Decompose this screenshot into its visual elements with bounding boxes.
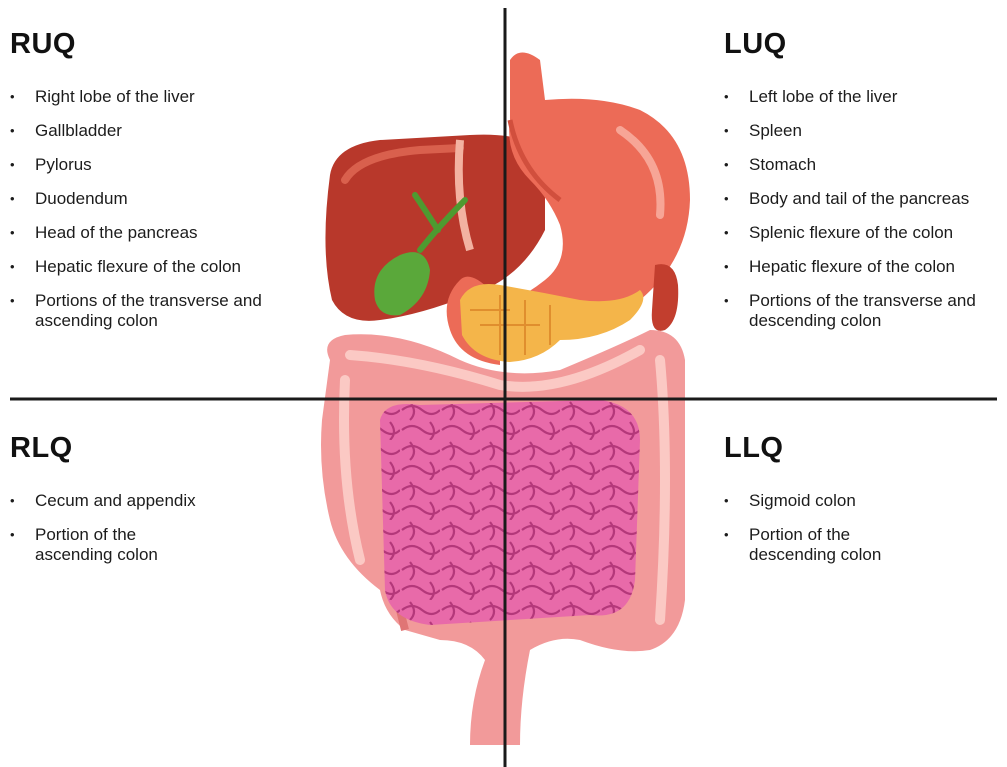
bullet-icon: • [724, 223, 729, 243]
small-intestine-shape [380, 400, 640, 625]
bullet-icon: • [10, 87, 15, 107]
bullet-icon: • [724, 257, 729, 277]
luq-title: LUQ [724, 28, 1007, 61]
bullet-icon: • [10, 491, 15, 511]
luq-panel: LUQ •Left lobe of the liver •Spleen •Sto… [724, 28, 1007, 345]
bullet-icon: • [724, 87, 729, 107]
list-item: •Portion of the descending colon [724, 525, 1007, 565]
bullet-icon: • [724, 491, 729, 511]
bullet-icon: • [10, 121, 15, 141]
list-item: •Pylorus [10, 155, 295, 175]
list-item: •Left lobe of the liver [724, 87, 1007, 107]
llq-list: •Sigmoid colon •Portion of the descendin… [724, 491, 1007, 565]
list-item: •Portions of the transverse and ascendin… [10, 291, 295, 331]
ruq-list: •Right lobe of the liver •Gallbladder •P… [10, 87, 295, 331]
list-item: •Hepatic flexure of the colon [724, 257, 1007, 277]
rlq-list: •Cecum and appendix •Portion of the asce… [10, 491, 295, 565]
bullet-icon: • [10, 257, 15, 277]
list-item: •Portions of the transverse and descendi… [724, 291, 1007, 331]
ruq-panel: RUQ •Right lobe of the liver •Gallbladde… [10, 28, 295, 345]
bullet-icon: • [724, 525, 729, 545]
bullet-icon: • [724, 291, 729, 311]
list-item: •Hepatic flexure of the colon [10, 257, 295, 277]
llq-panel: LLQ •Sigmoid colon •Portion of the desce… [724, 432, 1007, 579]
list-item: •Sigmoid colon [724, 491, 1007, 511]
list-item: •Stomach [724, 155, 1007, 175]
llq-title: LLQ [724, 432, 1007, 465]
list-item: •Gallbladder [10, 121, 295, 141]
list-item: •Splenic flexure of the colon [724, 223, 1007, 243]
bullet-icon: • [10, 189, 15, 209]
rlq-panel: RLQ •Cecum and appendix •Portion of the … [10, 432, 295, 579]
bullet-icon: • [10, 223, 15, 243]
list-item: •Cecum and appendix [10, 491, 295, 511]
bullet-icon: • [724, 155, 729, 175]
bullet-icon: • [10, 525, 15, 545]
ruq-title: RUQ [10, 28, 295, 61]
list-item: •Duodendum [10, 189, 295, 209]
luq-list: •Left lobe of the liver •Spleen •Stomach… [724, 87, 1007, 331]
list-item: •Spleen [724, 121, 1007, 141]
list-item: •Head of the pancreas [10, 223, 295, 243]
list-item: •Right lobe of the liver [10, 87, 295, 107]
bullet-icon: • [724, 189, 729, 209]
bullet-icon: • [724, 121, 729, 141]
bullet-icon: • [10, 155, 15, 175]
bullet-icon: • [10, 291, 15, 311]
rlq-title: RLQ [10, 432, 295, 465]
spleen-shape [652, 264, 678, 331]
list-item: •Body and tail of the pancreas [724, 189, 1007, 209]
list-item: •Portion of the ascending colon [10, 525, 295, 565]
